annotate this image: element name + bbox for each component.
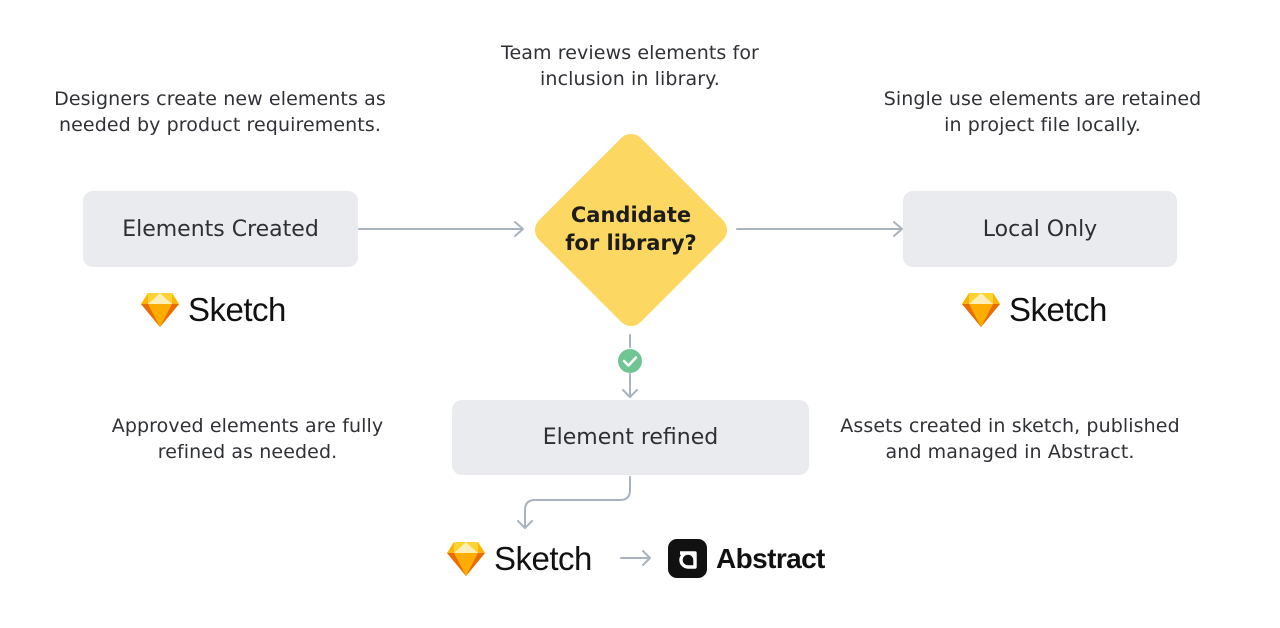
- arrow-sketch-to-abstract: [620, 550, 651, 566]
- caption-team-reviews: Team reviews elements for inclusion in l…: [501, 42, 759, 90]
- node-elements-created: Elements Created: [83, 191, 358, 267]
- node-elements-created-label: Elements Created: [122, 216, 319, 242]
- node-local-only: Local Only: [903, 191, 1177, 267]
- check-circle-icon: [618, 349, 642, 373]
- candidate-diamond: [534, 133, 728, 327]
- sketch-diamond-icon: [447, 542, 485, 576]
- arrow-candidate-to-refined: [622, 334, 638, 398]
- caption-single-use: Single use elements are retained in proj…: [883, 88, 1202, 136]
- caption-assets: Assets created in sketch, published and …: [840, 415, 1180, 463]
- sketch-wordmark: Sketch: [1009, 291, 1107, 328]
- node-element-refined-label: Element refined: [542, 425, 719, 450]
- abstract-logo-icon: [668, 539, 707, 578]
- sketch-logo-local: Sketch: [961, 291, 1107, 329]
- abstract-wordmark: Abstract: [716, 542, 825, 574]
- caption-designers: Designers create new elements as needed …: [54, 88, 386, 136]
- sketch-wordmark: Sketch: [494, 540, 592, 577]
- sketch-diamond-icon: [141, 293, 179, 327]
- abstract-logo: Abstract: [668, 539, 825, 578]
- node-element-refined: Element refined: [452, 400, 809, 475]
- sketch-diamond-icon: [962, 293, 1000, 327]
- node-local-only-label: Local Only: [982, 216, 1098, 242]
- arrow-refined-to-sketch: [517, 476, 631, 529]
- arrow-candidate-to-local: [736, 221, 903, 237]
- sketch-logo-created: Sketch: [140, 291, 286, 329]
- sketch-wordmark: Sketch: [188, 291, 286, 328]
- sketch-logo-bottom: Sketch: [446, 540, 592, 578]
- caption-approved: Approved elements are fully refined as n…: [111, 415, 384, 463]
- candidate-label: Candidate for library?: [565, 203, 697, 255]
- arrow-created-to-candidate: [358, 221, 524, 237]
